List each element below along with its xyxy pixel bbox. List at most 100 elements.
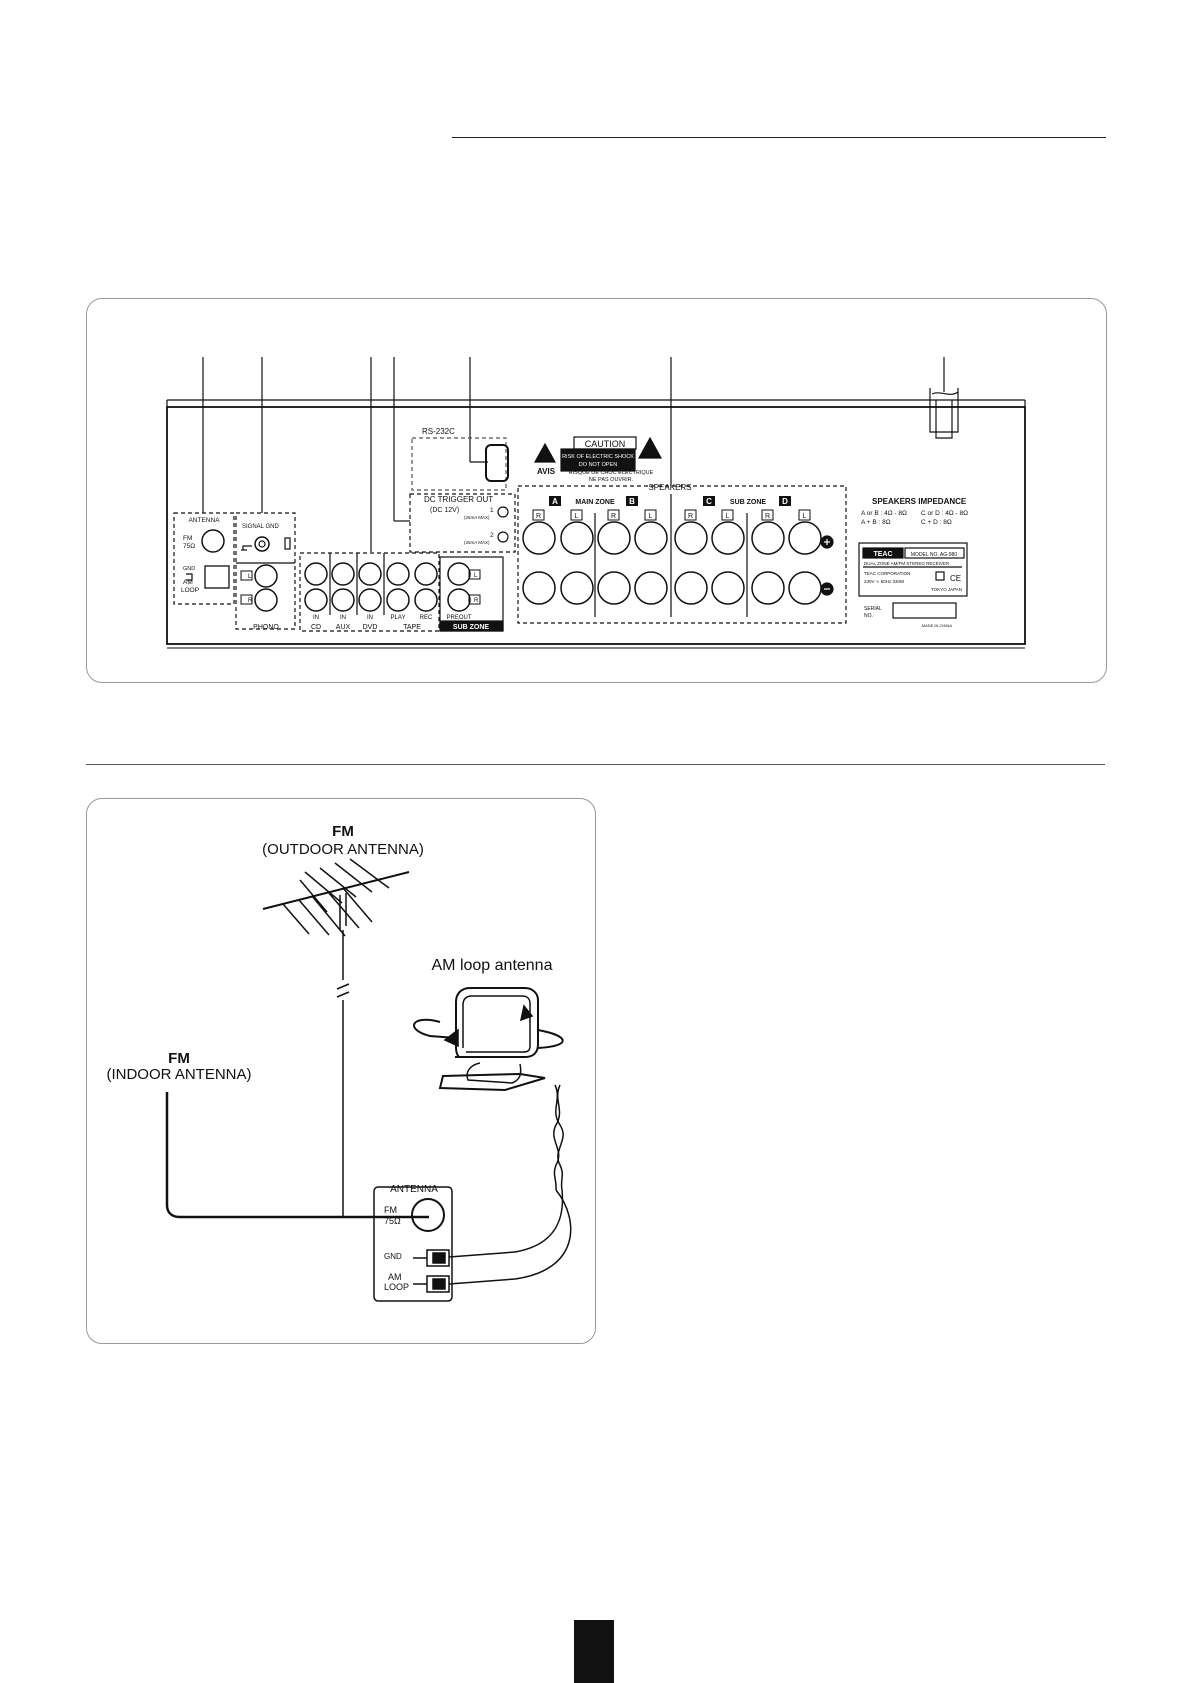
rs232c-label: RS-232C [422, 427, 455, 436]
speaker-terminals-group [517, 485, 847, 624]
antenna-detail-am: AM [388, 1272, 402, 1282]
phono-r-label: R [248, 598, 253, 604]
serial-number-box [892, 602, 957, 619]
antenna-group-label: ANTENNA [188, 517, 220, 524]
spk-b-r: R [611, 513, 616, 520]
section-divider [86, 764, 1105, 765]
trigger-out-1-jack[interactable] [497, 506, 509, 518]
am-lead-1 [448, 1189, 564, 1258]
zone-c-letter: C [706, 497, 712, 506]
page-number-tab [574, 1620, 614, 1683]
phono-l-label: L [248, 574, 252, 580]
trigger-out-2-jack[interactable] [497, 531, 509, 543]
teac-brand: TEAC [873, 551, 892, 558]
antenna-terminal-group [173, 512, 235, 605]
antenna-detail-loop: LOOP [384, 1282, 409, 1292]
speaker-binding-posts[interactable] [522, 521, 822, 605]
tokyo-japan: TOKYO JAPAN [931, 587, 962, 592]
fm-antenna-jack[interactable] [201, 529, 225, 553]
antenna-terminal-detail [373, 1186, 453, 1302]
cd-label: CD [311, 624, 321, 631]
aux-in-label: IN [340, 615, 346, 621]
preout-jack-l[interactable] [447, 562, 471, 586]
rs232c-box [411, 437, 507, 491]
rear-panel-figure-frame [86, 298, 1107, 683]
impedance-ab-or: A or B : 4Ω - 8Ω [861, 510, 907, 517]
fm-label: FM [183, 535, 192, 542]
rs232c-port[interactable] [485, 444, 509, 482]
aux-label: AUX [336, 624, 351, 631]
model-number: MODEL NO. AG-980 [911, 552, 957, 558]
main-zone-label: MAIN ZONE [575, 499, 615, 506]
phono-jack-r[interactable] [254, 588, 278, 612]
preout-l-label: L [474, 573, 478, 579]
preout-jack-r[interactable] [447, 588, 471, 612]
callout-lines [202, 357, 945, 552]
fm-75-jack[interactable] [411, 1198, 445, 1232]
analog-input-group [299, 552, 440, 632]
zone-d-letter: D [782, 497, 788, 506]
fm-outdoor-sub: (OUTDOOR ANTENNA) [262, 841, 424, 858]
header-rule [452, 137, 1106, 138]
caution-title: CAUTION [585, 439, 626, 449]
ce-mark: CE [950, 574, 961, 583]
power-rating: 230V ∿ 50Hz 330W [864, 579, 905, 584]
made-in-label: MADE IN CHINA [922, 623, 953, 628]
receiver-chassis [166, 406, 1026, 645]
tape-label: TAPE [403, 624, 421, 631]
impedance-ab-plus: A + B : 8Ω [861, 519, 891, 526]
caution-line1: RISK OF ELECTRIC SHOCK [562, 454, 634, 460]
tape-rec-label: REC [420, 615, 433, 621]
shock-warning-icon [533, 442, 557, 463]
fm-indoor-title: FM [168, 1050, 190, 1067]
fm-outdoor-title: FM [332, 823, 354, 840]
indoor-antenna-wire [165, 1092, 429, 1219]
spk-d-r: R [765, 513, 770, 520]
spk-b-l: L [649, 513, 653, 520]
spk-a-l: L [575, 513, 579, 520]
serial-label-1: SERIAL [864, 606, 882, 612]
am-loop-label: AM loop antenna [432, 957, 553, 974]
am-loop-terminal[interactable] [204, 565, 230, 589]
am-lead-2 [448, 1189, 572, 1285]
dc-trigger-group [409, 493, 516, 553]
preout-label: PREOUT [446, 615, 471, 621]
antenna-detail-fm: FM [384, 1205, 397, 1215]
outdoor-antenna-drawing [262, 858, 410, 1217]
phono-jack-l[interactable] [254, 564, 278, 588]
sub-zone-label: SUB ZONE [730, 499, 767, 506]
antenna-detail-gnd: GND [384, 1252, 402, 1261]
avis-line2: NE PAS OUVRIR. [589, 477, 634, 483]
loop-label: LOOP [181, 587, 199, 594]
tape-play-label: PLAY [391, 615, 406, 621]
spk-c-r: R [688, 513, 693, 520]
fm-indoor-sub: (INDOOR ANTENNA) [106, 1066, 251, 1083]
corporation: TEAC CORPORATION [864, 571, 910, 576]
cd-in-label: IN [313, 615, 319, 621]
impedance-title: SPEAKERS IMPEDANCE [872, 497, 967, 506]
am-loop-antenna-drawing [413, 987, 564, 1191]
dvd-in-label: IN [367, 615, 373, 621]
product-description: DUAL ZONE AM/FM STEREO RECEIVER [864, 561, 950, 566]
trigger-out-1-max: (25mA MAX) [464, 515, 490, 520]
speakers-label: SPEAKERS [648, 483, 691, 492]
zone-a-letter: A [552, 497, 558, 506]
gnd-label: GND [183, 566, 195, 572]
trigger-out-1-label: 1 [490, 507, 494, 514]
spk-c-l: L [726, 513, 730, 520]
input-jacks[interactable] [304, 562, 438, 612]
phono-label: PHONO [253, 624, 279, 631]
caution-line2: DO NOT OPEN [579, 462, 617, 468]
signal-gnd-terminal[interactable] [254, 536, 270, 552]
impedance-cd-plus: C + D : 8Ω [921, 519, 952, 526]
sub-zone-out-label: SUB ZONE [453, 624, 490, 631]
dvd-label: DVD [363, 624, 378, 631]
serial-label-2: NO. [864, 613, 873, 619]
trigger-out-2-max: (25mA MAX) [464, 540, 490, 545]
channel-boxes [240, 509, 811, 605]
power-cord [929, 388, 959, 439]
antenna-detail-fm-ohm: 75Ω [384, 1216, 401, 1226]
dc-trigger-label: DC TRIGGER OUT [424, 495, 493, 504]
trigger-out-2-label: 2 [490, 532, 494, 539]
